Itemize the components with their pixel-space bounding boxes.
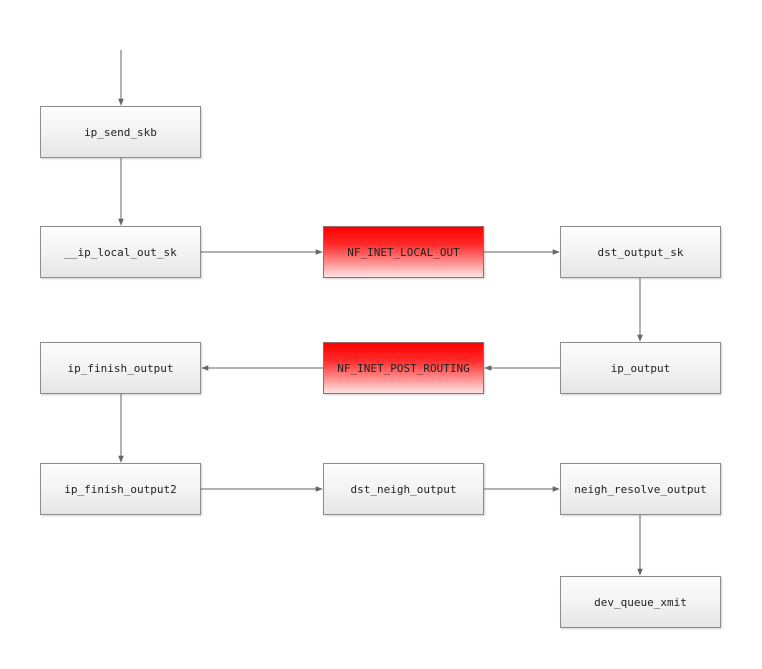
node-ip-send-skb: ip_send_skb: [40, 106, 201, 158]
node-ip-finish-output2: ip_finish_output2: [40, 463, 201, 515]
node-nf-inet-post-routing: NF_INET_POST_ROUTING: [323, 342, 484, 394]
node-neigh-resolve-output: neigh_resolve_output: [560, 463, 721, 515]
node-dev-queue-xmit: dev_queue_xmit: [560, 576, 721, 628]
node-ip-finish-output: ip_finish_output: [40, 342, 201, 394]
node-ip-output: ip_output: [560, 342, 721, 394]
node-dst-neigh-output: dst_neigh_output: [323, 463, 484, 515]
node-nf-inet-local-out: NF_INET_LOCAL_OUT: [323, 226, 484, 278]
node-dst-output-sk: dst_output_sk: [560, 226, 721, 278]
node-ip-local-out-sk: __ip_local_out_sk: [40, 226, 201, 278]
